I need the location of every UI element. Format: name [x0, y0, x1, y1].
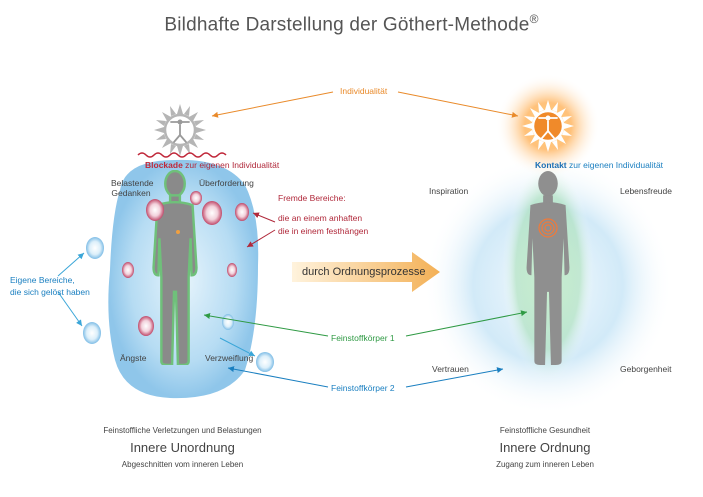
label-geborgenheit: Geborgenheit	[620, 364, 672, 374]
individuality-arrows	[211, 91, 519, 118]
belastende-line2: Gedanken	[111, 188, 151, 198]
label-fremde-2: die in einem festhängen	[278, 226, 369, 236]
spiral-icon	[538, 218, 558, 238]
label-process: durch Ordnungsprozesse	[302, 266, 426, 278]
label-belastende-gedanken: Belastende Gedanken	[111, 178, 154, 198]
right-caption-top: Feinstoffliche Gesundheit	[499, 426, 591, 435]
label-verzweiflung: Verzweiflung	[205, 353, 254, 363]
foreign-arrows	[246, 212, 276, 248]
label-eigene-1: Eigene Bereiche,	[10, 275, 75, 285]
label-vertrauen: Vertrauen	[432, 364, 469, 374]
detached-arrows	[57, 252, 256, 357]
label-lebensfreude: Lebensfreude	[620, 186, 672, 196]
right-caption-main: Innere Ordnung	[499, 440, 591, 455]
blockade-bold: Blockade	[145, 160, 183, 170]
left-figure	[152, 170, 198, 365]
right-caption-bottom: Zugang zum inneren Leben	[496, 460, 594, 469]
detached-spots	[83, 237, 274, 372]
process-arrow	[292, 252, 440, 292]
page-title: Bildhafte Darstellung der Göthert-Method…	[0, 12, 703, 36]
foreign-spots	[122, 191, 249, 336]
label-blockade: Blockade zur eigenen Individualität	[145, 160, 315, 170]
label-ueberforderung: Überforderung	[199, 178, 254, 188]
label-aengste: Ängste	[120, 353, 147, 363]
left-caption-main: Innere Unordnung	[130, 440, 235, 455]
label-feinstoff2: Feinstoffkörper 2	[331, 383, 395, 393]
right-figure	[526, 170, 570, 365]
orange-sun-icon	[522, 100, 574, 152]
left-caption-bottom: Abgeschnitten vom inneren Leben	[121, 460, 244, 469]
feinstoff2-arrows	[227, 366, 504, 388]
label-eigene-2: die sich gelöst haben	[10, 287, 90, 297]
title-text: Bildhafte Darstellung der Göthert-Method…	[164, 14, 530, 36]
label-inspiration: Inspiration	[429, 186, 469, 196]
blockade-rest: zur eigenen Individualität	[182, 160, 280, 170]
belastende-line1: Belastende	[111, 178, 154, 188]
kontakt-bold: Kontakt	[535, 160, 567, 170]
left-caption-top: Feinstoffliche Verletzungen und Belastun…	[103, 426, 262, 435]
grey-sun-icon	[154, 104, 206, 156]
label-fremde-bereiche: Fremde Bereiche:	[278, 193, 346, 203]
label-kontakt: Kontakt zur eigenen Individualität	[535, 160, 703, 170]
feinstoff1-arrows	[203, 310, 528, 337]
kontakt-rest: zur eigenen Individualität	[566, 160, 664, 170]
label-fremde-1: die an einem anhaften	[278, 213, 363, 223]
label-feinstoff1: Feinstoffkörper 1	[331, 333, 395, 343]
label-individualitaet: Individualität	[340, 86, 388, 96]
blockade-wave	[137, 152, 227, 158]
registered-mark: ®	[529, 12, 539, 26]
